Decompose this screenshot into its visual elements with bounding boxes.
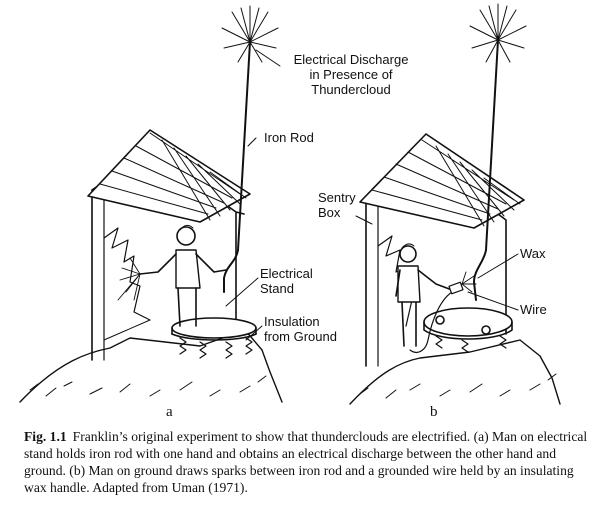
iron-rod-b [485,39,499,251]
sentry-box-label-line-1: Sentry [318,190,356,205]
grounded-wire [409,291,453,353]
rod-top-discharge-a [221,5,279,63]
insulation-label-line-2: from Ground [264,329,337,344]
franklin-experiment-illustration [19,3,561,405]
electrical-stand-label-line-1: Electrical [260,266,313,281]
electrical-stand-disk-a [171,317,257,339]
discharge-label-line-1: Electrical Discharge [293,52,409,67]
iron-rod-a [237,41,251,251]
wire-spark [461,271,477,293]
roof-b [359,133,525,229]
panel-a-drawing [19,5,283,403]
rod-top-discharge-b [469,3,527,63]
electrical-stand-label: Electrical Stand [260,266,313,296]
panel-b-drawing [349,3,561,405]
ground-a [19,329,283,403]
discharge-label: Electrical Discharge in Presence of Thun… [286,52,416,97]
wax-label: Wax [520,246,546,261]
man-on-stand [139,224,227,327]
iron-rod-label: Iron Rod [264,130,314,145]
panel-a-label: a [166,404,173,420]
wax-handle [448,281,464,295]
roof-a [87,129,251,223]
man-on-ground [395,243,453,347]
sentry-box-label: Sentry Box [318,190,356,220]
hand-discharge [117,257,141,301]
panel-b-label: b [430,404,438,420]
insulation-label-line-1: Insulation [264,314,320,329]
wire-label: Wire [520,302,547,317]
insulation-springs-a [179,337,253,359]
electrical-stand-label-line-2: Stand [260,281,294,296]
sentry-box-label-line-2: Box [318,205,341,220]
ground-b [349,339,561,405]
insulation-label: Insulation from Ground [264,314,337,344]
discharge-label-line-2: in Presence of [309,67,393,82]
caption-text: Franklin’s original experiment to show t… [24,429,588,495]
discharge-label-line-3: Thundercloud [311,82,391,97]
figure-number: Fig. 1.1 [24,429,67,444]
